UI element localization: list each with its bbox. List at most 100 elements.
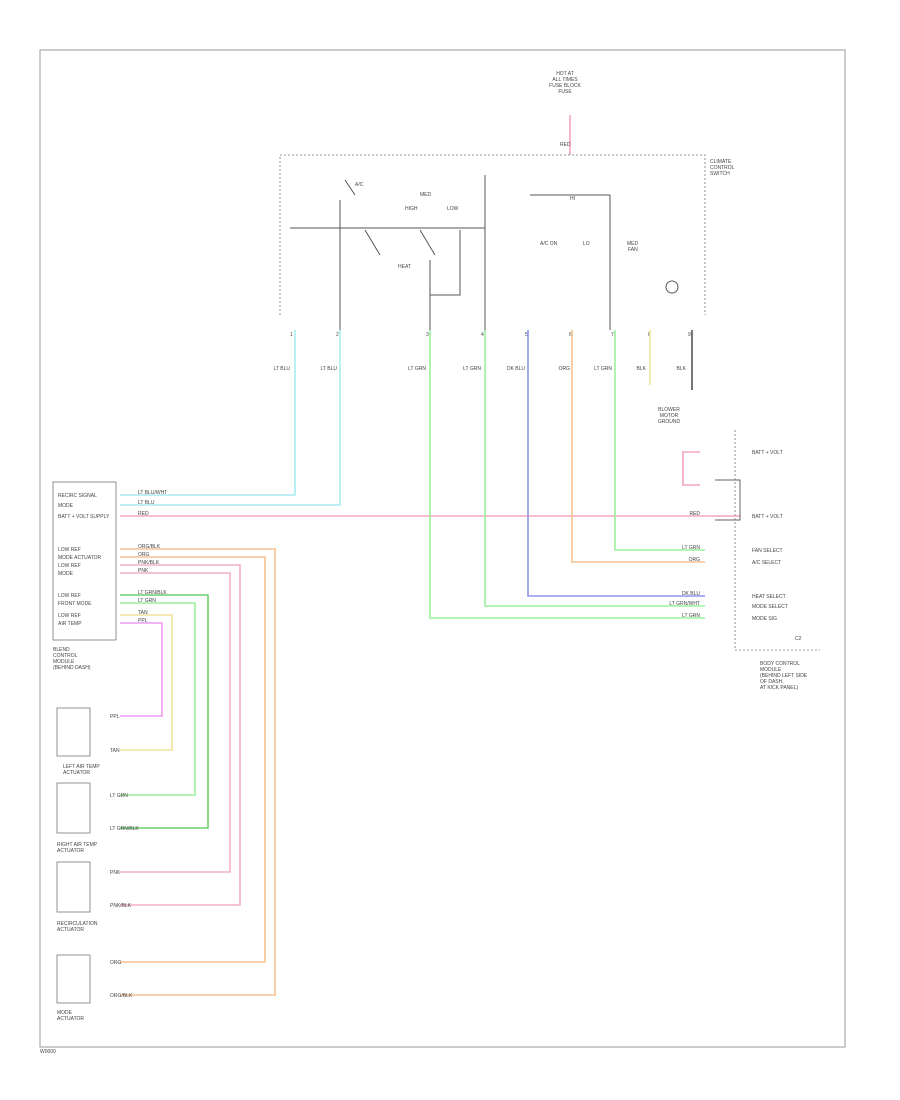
left-wire-label: LT BLU/WHT [138,490,167,496]
sw-pin-1: 1 [290,332,293,338]
actuator-2-title-2: ACTUATOR [57,848,84,854]
blower-ground-line2: MOTOR [660,413,679,419]
blower-ground-line1: BLOWER [658,407,680,413]
sw-pin-4: 4 [481,332,484,338]
left-pin-label: AIR TEMP [58,621,82,627]
left-pin-label: MODE [58,571,74,577]
heat-switch-bracket [429,230,461,296]
climate-control-switch: CLIMATE CONTROL SWITCH A/C HIGH MED LOW … [274,154,735,425]
ac-switch-contact [344,179,356,196]
right-air-temp-actuator: LT GRN LT GRN/BLK RIGHT AIR TEMP ACTUATO… [56,782,139,854]
right-pin-label: MODE SIG [752,616,777,622]
ac-on-label: A/C ON [540,241,558,247]
actuator-1-wire-2: TAN [110,748,120,754]
source-label-line1: HOT AT [556,71,574,77]
ac-label: A/C [355,182,364,188]
sw-wire-label-7: LT GRN [594,366,612,372]
switch-title-line3: SWITCH [710,171,730,177]
blower-ground-line3: GROUND [658,419,681,425]
right-pin-label: FAN SELECT [752,548,783,554]
source-label-line2: ALL TIMES [552,77,578,83]
corner-id: W0000 [40,1049,56,1055]
diagram-frame [39,49,846,1048]
right-module-title-1: BODY CONTROL [760,661,800,667]
wire-red-loop [682,451,700,486]
left-wire-label: LT GRN/BLK [138,590,167,596]
wire-lt-blu-1 [120,330,296,496]
sw-wire-label-1: LT BLU [274,366,291,372]
left-pin-label: BATT + VOLT SUPPLY [58,514,110,520]
left-wire-label: PPL [138,618,148,624]
recirculation-actuator: PNK PNK/BLK RECIRCULATION ACTUATOR [56,861,132,933]
wire-ppl [120,622,163,717]
left-pin-label: MODE ACTUATOR [58,555,102,561]
switch-title-line1: CLIMATE [710,159,732,165]
right-pin-label: MODE SELECT [752,604,788,610]
switch-title-line2: CONTROL [710,165,735,171]
left-pin-label: LOW REF [58,547,81,553]
wire-dk-blu [527,330,705,597]
supply-wire-label: RED [560,142,571,148]
sw-wire-label-5: DK BLU [507,366,525,372]
wire-pnk-blk [120,564,241,906]
heat-bottom-label: HEAT [398,264,411,270]
fan-label-med: MED [627,241,639,247]
actuator-2-wire-1: LT GRN [110,793,128,799]
left-module-title-3: MODULE [53,659,75,665]
right-module-title-2: MODULE [760,667,782,673]
sw-wire-label-6: ORG [559,366,571,372]
left-pin-label: LOW REF [58,593,81,599]
mode-actuator: ORG ORG/BLK MODE ACTUATOR [56,954,133,1022]
right-module-title-3: (BEHIND LEFT SIDE [760,673,808,679]
wire-lt-grn-4 [484,330,705,607]
actuator-4-wire-2: ORG/BLK [110,993,133,999]
right-pin-label: BATT + VOLT [752,514,783,520]
left-wire-label: LT GRN [138,598,156,604]
sw-wire-label-3: LT GRN [408,366,426,372]
heat-label-med: MED [420,192,432,198]
actuator-3-title-2: ACTUATOR [57,927,84,933]
fan-label-lo: LO [583,241,590,247]
actuator-4-title-1: MODE [57,1010,73,1016]
heat-label-low: LOW [447,206,459,212]
actuator-2-box [56,782,91,834]
right-pin-label: BATT + VOLT [752,450,783,456]
left-pin-label: RECIRC SIGNAL [58,493,97,499]
sw-wire-label-9: BLK [677,366,687,372]
left-module-box [52,481,117,641]
wires [120,330,740,996]
actuator-1-title-1: LEFT AIR TEMP [63,764,100,770]
right-wire-label: DK BLU [682,591,700,597]
actuator-1-wire-1: PPL [110,714,120,720]
wire-lt-grn-3 [429,330,705,619]
right-pin-label: HEAT SELECT [752,594,786,600]
wire-org-mode [120,556,266,963]
switch-outline [279,154,706,315]
source-label-line4: FUSE [558,89,572,95]
right-wire-label: LT GRN/WHT [669,601,700,607]
left-wire-label: RED [138,511,149,517]
right-wire-label: LT GRN [682,613,700,619]
left-wire-label: PNK/BLK [138,560,160,566]
actuator-1-box [56,707,91,757]
heat-label-high: HIGH [405,206,418,212]
left-pin-label: MODE [58,503,74,509]
right-wire-label: ORG [689,557,701,563]
sw-pin-6: 6 [569,332,572,338]
left-module-title-2: CONTROL [53,653,78,659]
wire-tan [120,614,173,751]
sw-pin-3: 3 [426,332,429,338]
actuator-2-wire-2: LT GRN/BLK [110,826,139,832]
actuator-2-title-1: RIGHT AIR TEMP [57,842,98,848]
actuator-1-title-2: ACTUATOR [63,770,90,776]
source-label-line3: FUSE BLOCK [549,83,581,89]
right-module-outline [734,430,820,651]
wire-lt-grn-7 [614,330,705,551]
actuator-3-wire-1: PNK [110,870,121,876]
actuator-3-box [56,861,91,913]
right-module-bracket [715,479,741,521]
